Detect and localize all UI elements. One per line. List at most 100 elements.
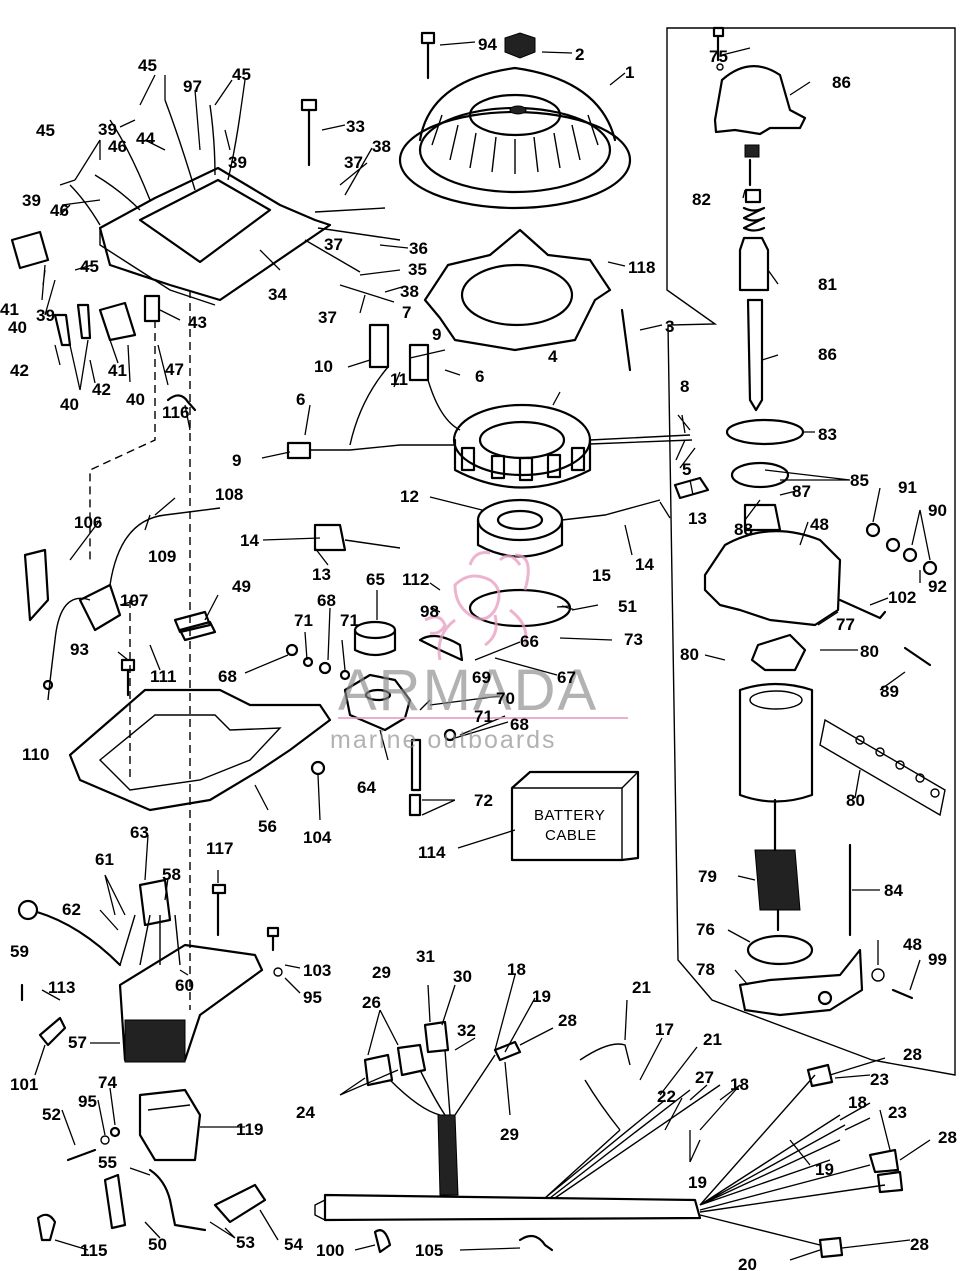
callout-37b: 37 xyxy=(324,235,343,254)
callout-43: 43 xyxy=(188,313,207,332)
callout-35: 35 xyxy=(408,260,427,279)
callout-39a: 39 xyxy=(98,120,117,139)
callout-22: 22 xyxy=(657,1087,676,1106)
connector-10 xyxy=(368,323,390,369)
callout-34: 34 xyxy=(268,285,287,304)
callout-65: 65 xyxy=(366,570,385,589)
callout-19a: 19 xyxy=(532,987,551,1006)
callout-45b: 45 xyxy=(232,65,251,84)
battery-cable-line1: BATTERY xyxy=(534,807,605,824)
power-pack xyxy=(98,166,332,302)
callout-86b: 86 xyxy=(818,345,837,364)
callout-3: 3 xyxy=(665,317,674,336)
ignition-plate-assembly xyxy=(23,290,464,1010)
callout-46b: 46 xyxy=(50,201,69,220)
armature-plate xyxy=(68,688,332,812)
callout-21a: 21 xyxy=(632,978,651,997)
callout-17: 17 xyxy=(655,1020,674,1039)
brush-plate xyxy=(750,633,807,672)
callout-47: 47 xyxy=(165,360,184,379)
callout-56: 56 xyxy=(258,817,277,836)
callout-40c: 40 xyxy=(126,390,145,409)
callout-98: 98 xyxy=(420,602,439,621)
callout-89: 89 xyxy=(880,682,899,701)
callout-labels: 1294345667899101112131314141517181818191… xyxy=(0,35,957,1271)
callout-30: 30 xyxy=(453,967,472,986)
callout-115: 115 xyxy=(80,1241,107,1260)
callout-81: 81 xyxy=(818,275,837,294)
callout-36: 36 xyxy=(409,239,428,258)
ignition-coil xyxy=(138,1088,202,1162)
callout-44: 44 xyxy=(136,129,155,148)
callout-7: 7 xyxy=(402,303,411,322)
timer-sensor xyxy=(476,498,661,558)
callout-69: 69 xyxy=(472,668,491,687)
callout-53: 53 xyxy=(236,1233,255,1252)
callout-75: 75 xyxy=(709,47,728,66)
callout-12: 12 xyxy=(400,487,419,506)
callout-48a: 48 xyxy=(810,515,829,534)
callout-42b: 42 xyxy=(92,380,111,399)
callout-106: 106 xyxy=(74,513,102,532)
callout-102: 102 xyxy=(888,588,916,607)
callout-73: 73 xyxy=(624,630,643,649)
starter-housing xyxy=(738,682,814,803)
callout-48b: 48 xyxy=(903,935,922,954)
callout-83: 83 xyxy=(818,425,837,444)
callout-79: 79 xyxy=(698,867,717,886)
callout-64: 64 xyxy=(357,778,376,797)
callout-86a: 86 xyxy=(832,73,851,92)
callout-38a: 38 xyxy=(372,137,391,156)
callout-110: 110 xyxy=(22,745,49,764)
callout-11: 11 xyxy=(390,370,408,389)
callout-101: 101 xyxy=(10,1075,38,1094)
callout-76: 76 xyxy=(696,920,715,939)
callout-40b: 40 xyxy=(60,395,79,414)
callout-70: 70 xyxy=(496,689,515,708)
callout-74: 74 xyxy=(98,1073,117,1092)
callout-60: 60 xyxy=(175,976,194,995)
callout-71c: 71 xyxy=(474,707,493,726)
callout-93: 93 xyxy=(70,640,89,659)
callout-88: 88 xyxy=(734,520,753,539)
callout-103: 103 xyxy=(303,961,331,980)
callout-40a: 40 xyxy=(8,318,27,337)
callout-105: 105 xyxy=(415,1241,443,1260)
callout-27: 27 xyxy=(695,1068,714,1087)
callout-23a: 23 xyxy=(870,1070,889,1089)
callout-14b: 14 xyxy=(635,555,654,574)
callout-67: 67 xyxy=(557,668,576,687)
callout-94: 94 xyxy=(478,35,497,54)
callout-72: 72 xyxy=(474,791,493,810)
callout-100: 100 xyxy=(316,1241,344,1260)
callout-45c: 45 xyxy=(36,121,55,140)
callout-78: 78 xyxy=(696,960,715,979)
callout-26: 26 xyxy=(362,993,381,1012)
harness-trunk xyxy=(323,1193,702,1222)
callout-33: 33 xyxy=(346,117,365,136)
callout-45a: 45 xyxy=(138,56,157,75)
callout-59: 59 xyxy=(10,942,29,961)
callout-1: 1 xyxy=(625,63,634,82)
callout-80a: 80 xyxy=(680,645,699,664)
drive-gear xyxy=(730,461,790,489)
callout-46a: 46 xyxy=(108,137,127,156)
callout-18a: 18 xyxy=(507,960,526,979)
callout-15: 15 xyxy=(592,566,611,585)
drive-spring xyxy=(742,144,766,232)
callout-29a: 29 xyxy=(372,963,391,982)
callout-80b: 80 xyxy=(860,642,879,661)
power-pack-assembly xyxy=(10,98,401,412)
bolt-75 xyxy=(712,26,725,71)
callout-85: 85 xyxy=(850,471,869,490)
rectifier-assembly xyxy=(17,878,283,1242)
callout-112: 112 xyxy=(402,570,429,589)
callout-52: 52 xyxy=(42,1105,61,1124)
callout-38b: 38 xyxy=(400,282,419,301)
callout-10: 10 xyxy=(314,357,333,376)
connector-9 xyxy=(286,441,312,460)
callout-14a: 14 xyxy=(240,531,259,550)
callout-49: 49 xyxy=(232,577,251,596)
callout-23b: 23 xyxy=(888,1103,907,1122)
callout-37a: 37 xyxy=(344,153,363,172)
